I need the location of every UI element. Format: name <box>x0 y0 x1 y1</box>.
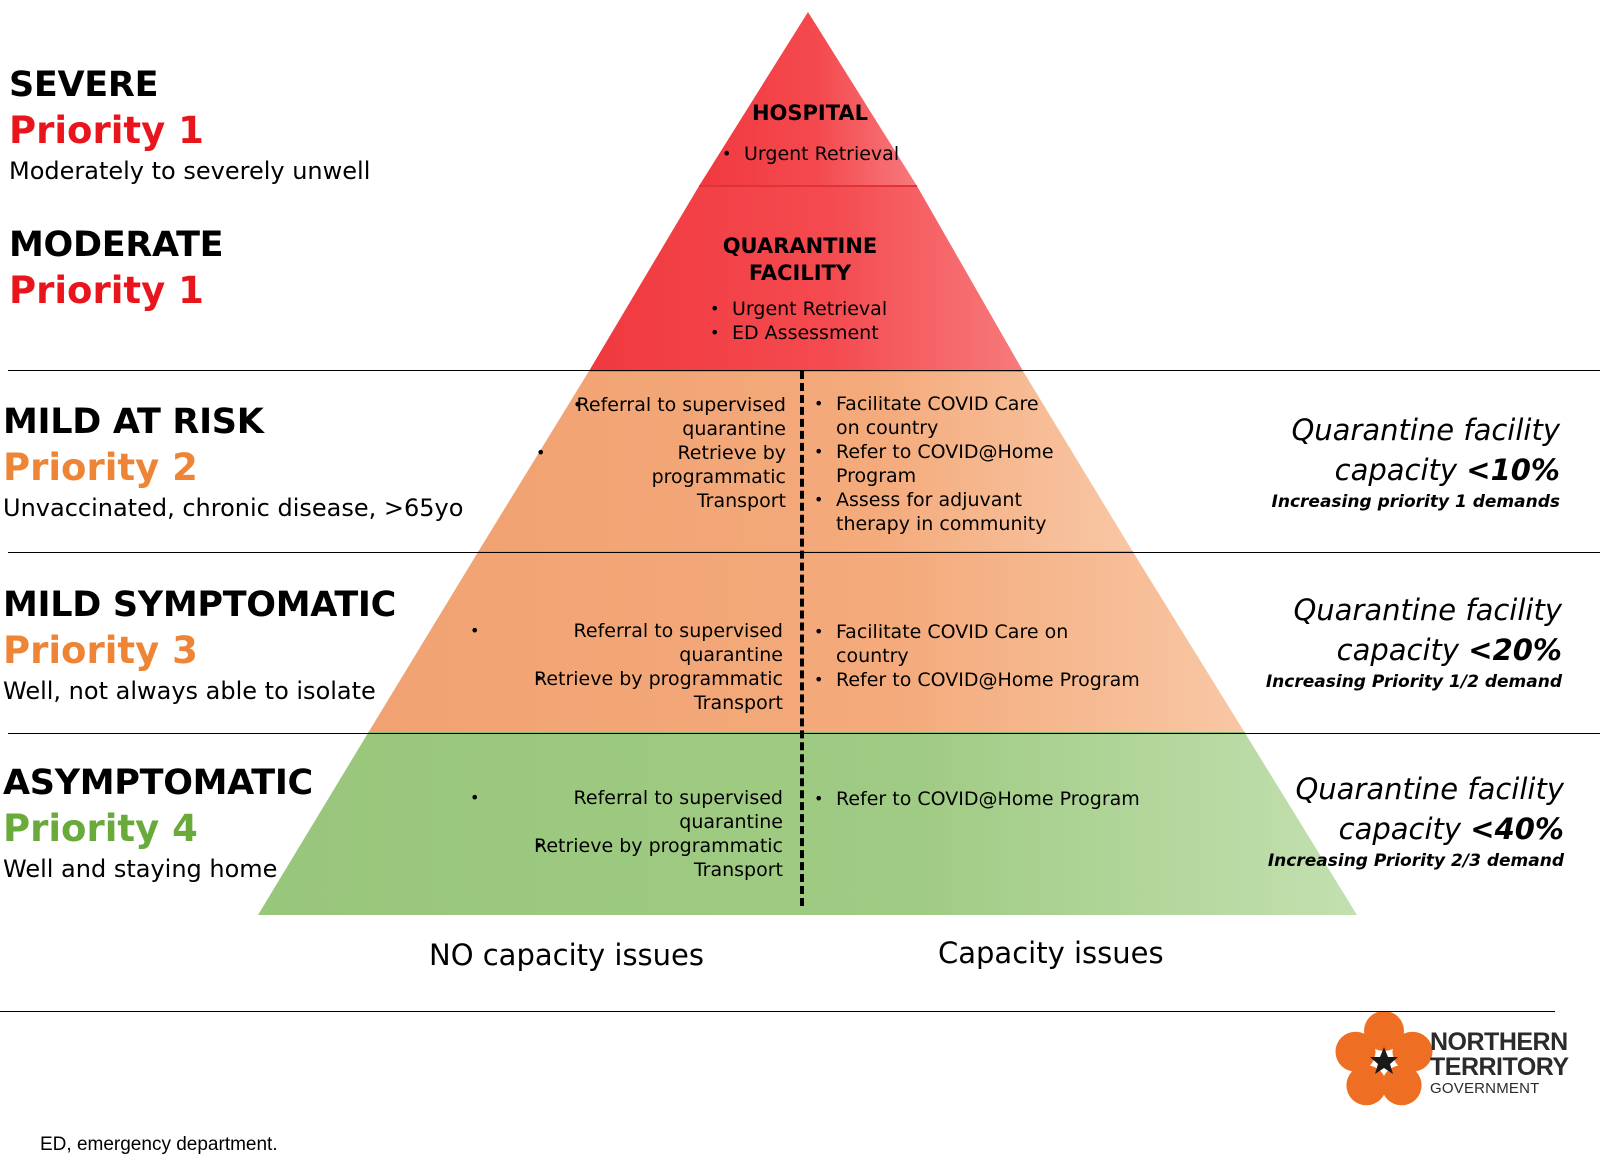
capacity-note-line: Quarantine facility <box>1293 593 1562 627</box>
footnote: ED, emergency department. <box>40 1134 278 1155</box>
logo-line: GOVERNMENT <box>1430 1080 1540 1097</box>
list-item-line: Refer to COVID@Home Program <box>836 669 1140 691</box>
level-mild-symptomatic: MILD SYMPTOMATIC Priority 3 Well, not al… <box>3 582 463 708</box>
capacity-note-line: Quarantine facility <box>1291 413 1560 447</box>
logo-line: NORTHERN <box>1430 1028 1568 1056</box>
capacity-note-20: Quarantine facility capacity <20% Increa… <box>1266 590 1562 694</box>
level-priority: Priority 2 <box>3 446 198 489</box>
level-mild-at-risk: MILD AT RISK Priority 2 Unvaccinated, ch… <box>3 399 463 525</box>
list-item-line: Retrieve by programmatic <box>651 442 786 488</box>
capacity-note-line: Quarantine facility <box>1295 772 1564 806</box>
bullet-icon: • <box>536 443 546 462</box>
separator-line <box>8 552 1600 553</box>
separator-line <box>8 370 1600 371</box>
list-item: Urgent Retrieval <box>710 297 910 321</box>
level-priority: Priority 1 <box>9 269 204 312</box>
level-description: Well and staying home <box>3 855 278 883</box>
hospital-title: HOSPITAL <box>751 101 869 125</box>
list-item-line: on country <box>836 417 939 439</box>
bullet-icon: • <box>814 442 824 461</box>
level-priority: Priority 3 <box>3 629 198 672</box>
level-description: Moderately to severely unwell <box>9 157 371 185</box>
capacity-note-threshold: capacity <10% <box>1334 453 1560 487</box>
level-severe: SEVERE Priority 1 Moderately to severely… <box>9 62 469 188</box>
list-item-line: Referral to supervised quarantine <box>573 620 783 666</box>
capacity-note-demand: Increasing Priority 1/2 demand <box>1265 672 1562 692</box>
list-item-line: Referral to supervised quarantine <box>573 787 783 833</box>
mild-symptomatic-capacity: • Facilitate COVID Care on country • Ref… <box>814 620 1144 692</box>
capacity-note-demand: Increasing Priority 2/3 demand <box>1267 851 1564 871</box>
quarantine-title-line: QUARANTINE <box>722 234 878 258</box>
tier-asymptomatic <box>258 733 1357 915</box>
level-moderate: MODERATE Priority 1 <box>9 222 469 314</box>
asymptomatic-no-capacity: • Referral to supervised quarantine • Re… <box>470 786 783 882</box>
capacity-note-threshold: capacity <40% <box>1338 812 1564 846</box>
level-name: MILD AT RISK <box>3 402 264 442</box>
bullet-icon: • <box>814 394 824 413</box>
level-name: ASYMPTOMATIC <box>3 763 313 803</box>
tier-mild-at-risk <box>478 371 1133 552</box>
bullet-icon: • <box>814 622 824 641</box>
level-priority: Priority 1 <box>9 109 204 152</box>
quarantine-title-line: FACILITY <box>748 261 852 285</box>
list-item-line: Referral to supervised <box>576 394 786 416</box>
quarantine-title: QUARANTINE FACILITY <box>690 233 910 287</box>
quarantine-actions: Urgent Retrieval ED Assessment <box>710 297 910 345</box>
bullet-icon: • <box>470 621 480 640</box>
nt-government-logo: NORTHERN TERRITORY GOVERNMENT <box>1430 1028 1569 1097</box>
capacity-note-demand: Increasing priority 1 demands <box>1271 492 1560 512</box>
list-item-line: Transport <box>696 490 786 512</box>
separator-line <box>0 1011 1555 1012</box>
asymptomatic-capacity: • Refer to COVID@Home Program <box>814 787 1144 811</box>
level-name: SEVERE <box>9 65 159 105</box>
list-item-line: Transport <box>693 692 783 714</box>
level-name: MILD SYMPTOMATIC <box>3 585 397 625</box>
list-item-line: Assess for adjuvant <box>836 489 1022 511</box>
list-item: ED Assessment <box>710 321 910 345</box>
logo-line: TERRITORY <box>1430 1053 1569 1081</box>
list-item-line: Retrieve by programmatic <box>533 835 783 857</box>
level-name: MODERATE <box>9 225 224 265</box>
bullet-icon: • <box>814 670 824 689</box>
separator-line <box>8 733 1600 734</box>
list-item-line: Refer to COVID@Home Program <box>836 788 1140 810</box>
list-item-line: Program <box>836 465 917 487</box>
bullet-icon: • <box>534 836 544 855</box>
level-priority: Priority 4 <box>3 807 198 850</box>
tier-mild-symptomatic <box>368 552 1245 733</box>
hospital-actions: Urgent Retrieval <box>722 142 922 166</box>
capacity-note-threshold: capacity <20% <box>1336 633 1562 667</box>
level-description: Well, not always able to isolate <box>3 677 376 705</box>
bullet-icon: • <box>534 669 544 688</box>
list-item-line: Transport <box>693 859 783 881</box>
bullet-icon: • <box>814 789 824 808</box>
mild-at-risk-no-capacity: • Referral to supervised quarantine • Re… <box>536 393 786 513</box>
mild-at-risk-capacity: • Facilitate COVID Care on country • Ref… <box>814 392 1074 536</box>
capacity-note-40: Quarantine facility capacity <40% Increa… <box>1268 769 1564 873</box>
bullet-icon: • <box>814 490 824 509</box>
axis-label-capacity: Capacity issues <box>938 936 1164 970</box>
list-item-line: therapy in community <box>836 513 1047 535</box>
bullet-icon: • <box>470 788 480 807</box>
bullet-icon: • <box>573 395 583 414</box>
list-item-line: Retrieve by programmatic <box>533 668 783 690</box>
list-item-line: Facilitate COVID Care on country <box>836 621 1069 667</box>
capacity-divider <box>800 371 804 906</box>
nt-government-logo-icon <box>1335 1011 1433 1106</box>
list-item-line: Facilitate COVID Care <box>836 393 1039 415</box>
list-item-line: Refer to COVID@Home <box>836 441 1054 463</box>
tier-quarantine <box>589 186 1023 371</box>
capacity-note-10: Quarantine facility capacity <10% Increa… <box>1272 410 1560 514</box>
level-description: Unvaccinated, chronic disease, >65yo <box>3 494 464 522</box>
list-item-line: quarantine <box>682 418 786 440</box>
list-item: Urgent Retrieval <box>722 142 922 166</box>
axis-label-no-capacity: NO capacity issues <box>429 938 704 972</box>
mild-symptomatic-no-capacity: • Referral to supervised quarantine • Re… <box>470 619 783 715</box>
level-asymptomatic: ASYMPTOMATIC Priority 4 Well and staying… <box>3 760 463 886</box>
